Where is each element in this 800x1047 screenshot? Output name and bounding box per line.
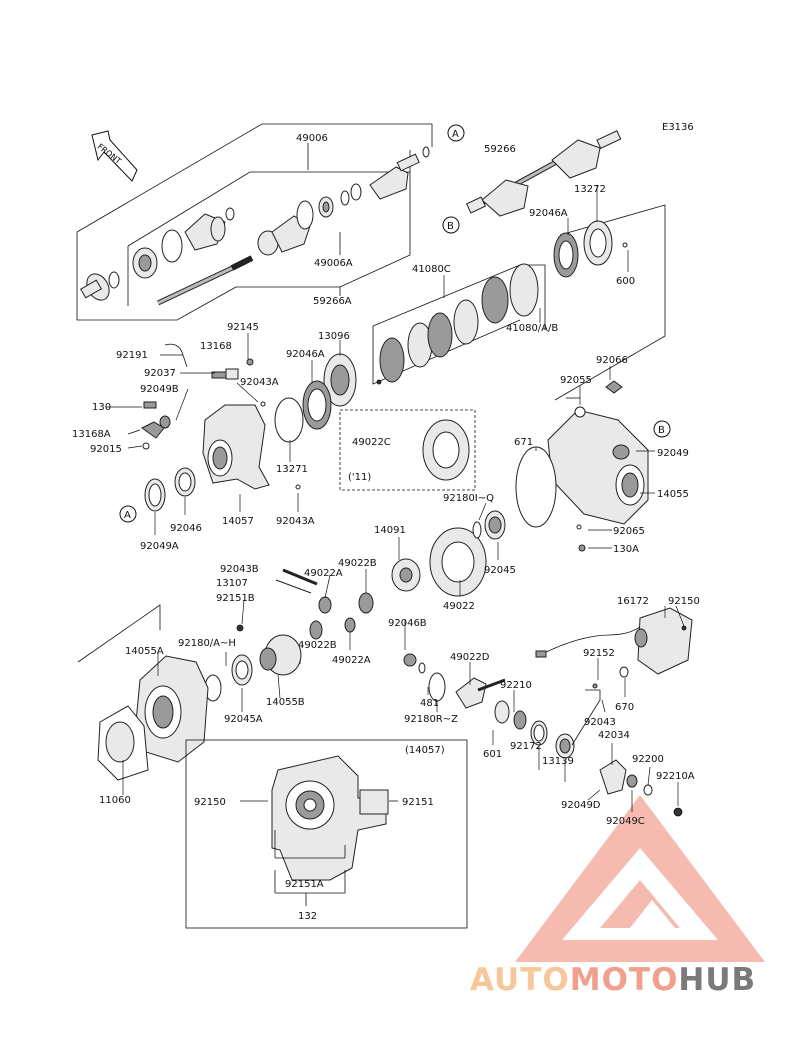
- part-label-92049c: 92049C: [606, 816, 645, 827]
- part-label-92037: 92037: [144, 368, 176, 379]
- part-label-92055: 92055: [560, 375, 592, 386]
- housing-14057-inset: [185, 739, 468, 929]
- part-label-59266: 59266: [484, 144, 516, 155]
- marker-a-top: A: [447, 124, 465, 142]
- part-label-92049d: 92049D: [561, 800, 601, 811]
- part-label-13168a: 13168A: [72, 429, 111, 440]
- part-label-49022d: 49022D: [450, 652, 490, 663]
- part-label-13271: 13271: [276, 464, 308, 475]
- inset-group-label: (14057): [405, 745, 445, 756]
- part-label-132: 132: [298, 911, 317, 922]
- driveshaft-59266: [465, 130, 622, 217]
- clutch-stack-group: [372, 204, 666, 401]
- part-label-13139: 13139: [542, 756, 574, 767]
- part-label-671: 671: [514, 437, 533, 448]
- part-label-92046b: 92046B: [388, 618, 427, 629]
- marker-b-top-label: B: [447, 221, 454, 232]
- part-label-13096: 13096: [318, 331, 350, 342]
- marker-a-top-label: A: [452, 129, 459, 140]
- part-label-42034: 42034: [598, 730, 630, 741]
- part-label-600: 600: [616, 276, 635, 287]
- part-label-92151b: 92151B: [216, 593, 255, 604]
- part-label-13168: 13168: [200, 341, 232, 352]
- marker-a-left-label: A: [124, 510, 131, 521]
- part-label-14055a: 14055A: [125, 646, 164, 657]
- front-arrow-icon: FRONT: [91, 130, 138, 182]
- part-label-14091: 14091: [374, 525, 406, 536]
- part-label-16172: 16172: [617, 596, 649, 607]
- part-label-92172: 92172: [510, 741, 542, 752]
- inset-note-11: ('11): [348, 472, 371, 483]
- gear-group: [204, 510, 683, 817]
- part-label-92049a: 92049A: [140, 541, 179, 552]
- left-housing-group: [141, 343, 357, 512]
- part-label-59266a: 59266A: [313, 296, 352, 307]
- part-label-92049: 92049: [657, 448, 689, 459]
- brand-part-hub: HUB: [678, 962, 757, 998]
- housing-14055a-group: [77, 604, 209, 781]
- part-label-92045a: 92045A: [224, 714, 263, 725]
- part-label-481: 481: [420, 698, 439, 709]
- part-label-49022b-b: 49022B: [298, 640, 337, 651]
- part-label-14057: 14057: [222, 516, 254, 527]
- part-label-92045: 92045: [484, 565, 516, 576]
- part-label-41080ab: 41080/A/B: [506, 323, 558, 334]
- part-label-49022c: 49022C: [352, 437, 391, 448]
- part-label-130: 130: [92, 402, 111, 413]
- part-label-41080c: 41080C: [412, 264, 451, 275]
- part-label-92046: 92046: [170, 523, 202, 534]
- brand-part-moto: MOTO: [569, 962, 679, 998]
- driveshaft-assembly-group: [76, 123, 433, 321]
- marker-a-left: A: [119, 505, 137, 523]
- part-label-14055b: 14055B: [266, 697, 305, 708]
- part-label-92200: 92200: [632, 754, 664, 765]
- part-label-92210: 92210: [500, 680, 532, 691]
- part-label-92180rz: 92180R~Z: [404, 714, 458, 725]
- part-label-130a: 130A: [613, 544, 639, 555]
- part-label-49022b-a: 49022B: [338, 558, 377, 569]
- watermark-brand-text: AUTOMOTOHUB: [470, 962, 756, 998]
- part-label-13272: 13272: [574, 184, 606, 195]
- part-label-13107: 13107: [216, 578, 248, 589]
- marker-b-right: B: [653, 420, 671, 438]
- part-label-92180ah: 92180/A~H: [178, 638, 236, 649]
- marker-b-top: B: [442, 216, 460, 234]
- part-label-92145: 92145: [227, 322, 259, 333]
- part-label-11060: 11060: [99, 795, 131, 806]
- part-label-92180iq: 92180I~Q: [443, 493, 494, 504]
- ring-gear-inset: [339, 409, 476, 491]
- part-label-92210a: 92210A: [656, 771, 695, 782]
- part-label-49022a-a: 49022A: [304, 568, 343, 579]
- part-label-92043a-a: 92043A: [240, 377, 279, 388]
- diagram-code: E3136: [662, 122, 694, 133]
- part-label-92043: 92043: [584, 717, 616, 728]
- part-label-92065: 92065: [613, 526, 645, 537]
- part-label-49006: 49006: [296, 133, 328, 144]
- part-label-92066: 92066: [596, 355, 628, 366]
- part-label-92151: 92151: [402, 797, 434, 808]
- right-housing-group: [515, 380, 649, 552]
- part-label-92043b: 92043B: [220, 564, 259, 575]
- part-label-92152: 92152: [583, 648, 615, 659]
- part-label-92015: 92015: [90, 444, 122, 455]
- part-label-92151a: 92151A: [285, 879, 324, 890]
- part-label-49022: 49022: [443, 601, 475, 612]
- part-label-601: 601: [483, 749, 502, 760]
- part-label-49006a: 49006A: [314, 258, 353, 269]
- part-label-92049b: 92049B: [140, 384, 179, 395]
- marker-b-right-label: B: [658, 425, 665, 436]
- brand-part-auto: AUTO: [470, 962, 570, 998]
- part-label-92191: 92191: [116, 350, 148, 361]
- part-label-92046a-top: 92046A: [529, 208, 568, 219]
- part-label-14055: 14055: [657, 489, 689, 500]
- part-label-92150-b: 92150: [194, 797, 226, 808]
- part-label-92046a-mid: 92046A: [286, 349, 325, 360]
- watermark-logo-icon: [515, 795, 765, 962]
- part-label-92150-a: 92150: [668, 596, 700, 607]
- part-label-49022a-b: 49022A: [332, 655, 371, 666]
- part-label-92043a-b: 92043A: [276, 516, 315, 527]
- part-label-670: 670: [615, 702, 634, 713]
- leader-lines: [106, 185, 685, 812]
